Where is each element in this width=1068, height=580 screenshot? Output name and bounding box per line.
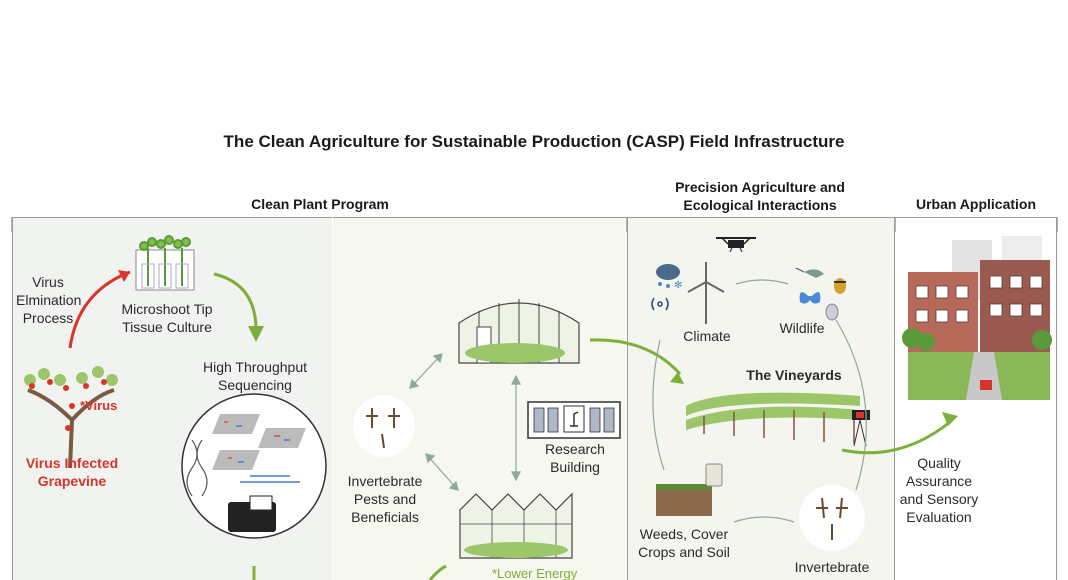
section-title-clean-plant: Clean Plant Program (251, 196, 389, 212)
greenhouse-bottom-icon (459, 492, 573, 559)
label-wildlife: Wildlife (779, 320, 825, 336)
arrow-down-green (252, 566, 256, 580)
insect-icon (366, 408, 400, 449)
label-microshoot: Microshoot Tip Tissue Culture (121, 301, 213, 335)
building-icon (527, 401, 621, 439)
middle-arrows (409, 338, 682, 580)
arrowhead-to-vineyard (670, 372, 684, 384)
vineyard-icon (686, 392, 860, 444)
arrow-climate-wildlife (735, 279, 789, 285)
grapevine-icon (24, 366, 118, 469)
label-invertebrate-right: Invertebrate (794, 559, 870, 575)
greenhouse-top-icon (458, 299, 580, 364)
label-virus-tag: *Virus (80, 398, 118, 413)
label-virus-elimination: Virus Elmination Process (16, 274, 82, 326)
label-research-building: Research Building (545, 441, 605, 475)
wind-turbine-icon (687, 262, 725, 324)
precision-arrows (652, 319, 951, 523)
arrow-to-sequencing (213, 272, 264, 342)
insect-icon (816, 497, 848, 540)
insect-circle-right (799, 485, 865, 551)
sequencing-circle (181, 393, 327, 539)
section-title-precision: Precision Agriculture and Ecological Int… (675, 179, 845, 213)
label-vineyards: The Vineyards (746, 367, 842, 383)
arrow-virus-elimination (68, 270, 131, 349)
svg-text:✻: ✻ (674, 280, 682, 291)
insect-circle-left (353, 395, 415, 457)
section-title-urban: Urban Application (915, 196, 1037, 212)
label-sequencing: High Throughput Sequencing (202, 359, 308, 393)
weather-icon: ✻ (651, 264, 682, 311)
bird-icon (795, 267, 824, 278)
label-infected-grapevine: Virus Infected Grapevine (25, 455, 119, 489)
wildlife-icons (795, 267, 846, 321)
drone-icon (716, 237, 756, 253)
diagram-title: The Clean Agriculture for Sustainable Pr… (223, 132, 845, 151)
label-climate: Climate (683, 328, 731, 344)
insect-icon (834, 278, 846, 294)
camera-icon (852, 410, 870, 447)
label-quality: Quality Assurance and Sensory Evaluation (899, 455, 979, 525)
label-invertebrate-pests: Invertebrate Pests and Beneficials (347, 473, 423, 525)
sequencer-icon (228, 495, 276, 532)
dna-icon (186, 439, 208, 497)
label-weeds: Weeds, Cover Crops and Soil (638, 526, 730, 560)
arrow-to-quality (942, 412, 958, 426)
butterfly-icon (799, 292, 821, 304)
soil-icon (656, 463, 723, 516)
label-lower-energy: *Lower Energy (492, 566, 578, 580)
tissue-culture-icon (135, 235, 195, 291)
houses-icon (902, 236, 1052, 400)
